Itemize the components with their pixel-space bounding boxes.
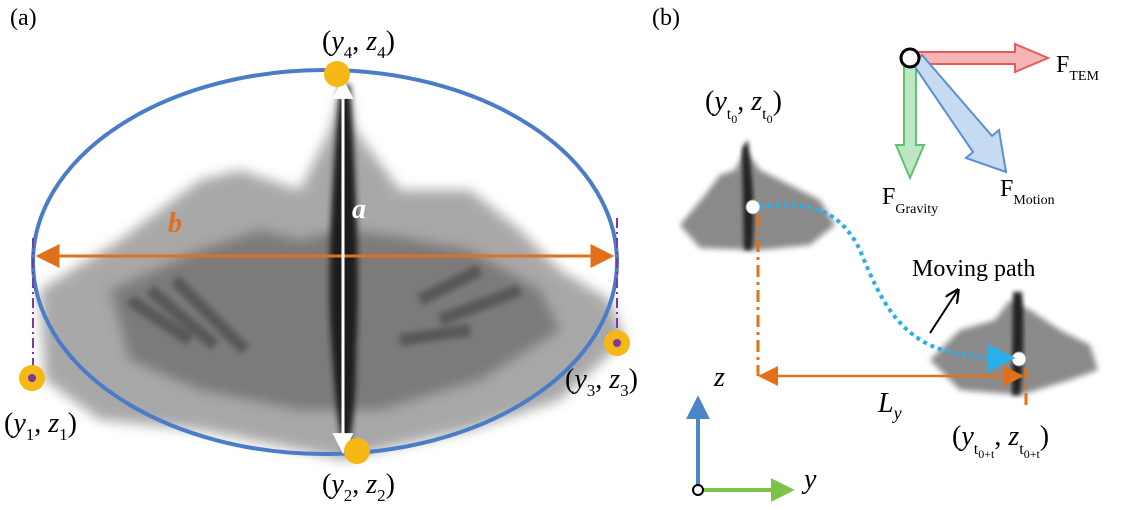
force-gravity-label: FGravity — [882, 184, 938, 217]
distance-ly-label: Ly — [877, 388, 902, 423]
end-point-marker — [1011, 351, 1027, 367]
end-point-label: (yt0+t, zt0+t) — [952, 421, 1049, 461]
point-4-marker — [324, 61, 350, 87]
snow-crystal-image-start — [680, 140, 835, 250]
moving-path-curve — [759, 202, 1016, 372]
force-motion-label: FMotion — [1000, 176, 1055, 208]
coordinate-axes: z y — [686, 362, 817, 502]
point-2-marker — [344, 438, 370, 464]
point-1-label: (y1, z1) — [4, 408, 77, 444]
start-point-label: (yt0, zt0) — [705, 86, 782, 126]
point-3-label: (y3, z3) — [565, 364, 638, 400]
force-origin — [899, 47, 921, 69]
force-gravity-arrow — [894, 61, 926, 181]
axis-origin — [692, 484, 704, 496]
snow-crystal-image-end — [930, 292, 1098, 395]
point-4-label: (y4, z4) — [322, 26, 395, 62]
z-axis-label: z — [713, 362, 725, 393]
force-motion-arrow — [911, 53, 1008, 174]
force-tem-label: FTEM — [1056, 52, 1099, 84]
axis-b-label: b — [168, 208, 182, 239]
axis-a-label: a — [352, 194, 366, 225]
panel-a-label: (a) — [10, 5, 37, 31]
point-2-label: (y2, z2) — [322, 469, 395, 505]
panel-b-label: (b) — [652, 5, 680, 31]
force-diagram — [894, 42, 1051, 181]
point-3-dot — [613, 339, 621, 347]
moving-path-pointer — [929, 290, 958, 334]
y-axis-label: y — [801, 464, 817, 495]
point-1-dot — [28, 374, 36, 382]
start-point-marker — [745, 199, 761, 215]
moving-path-label: Moving path — [912, 256, 1035, 282]
